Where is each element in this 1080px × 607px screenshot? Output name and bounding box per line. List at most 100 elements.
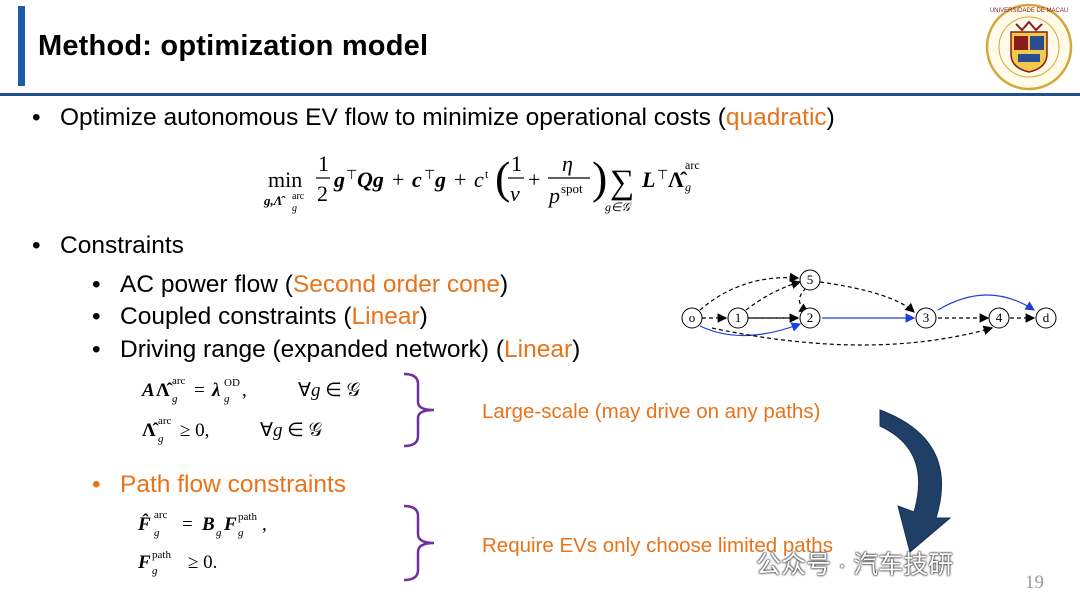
sub2-text: Coupled constraints ( xyxy=(120,303,352,330)
svg-text:Λ̂: Λ̂ xyxy=(142,420,159,441)
svg-text:arc: arc xyxy=(154,509,168,521)
svg-text:g: g xyxy=(292,203,297,214)
svg-text:λ: λ xyxy=(211,380,220,401)
svg-text:g,Λ̂: g,Λ̂ xyxy=(263,193,285,208)
constraints-text: Constraints xyxy=(60,232,184,259)
svg-text:v: v xyxy=(510,181,520,206)
svg-text:≥ 0,: ≥ 0, xyxy=(180,420,209,441)
svg-text:=: = xyxy=(194,380,205,401)
sub1-close: ) xyxy=(499,271,509,298)
path-flow-constraints: F̂ arc g = B g F path g , F path g ≥ 0. xyxy=(137,509,267,577)
svg-text:g∈𝒢: g∈𝒢 xyxy=(605,200,632,214)
svg-text:(: ( xyxy=(495,152,510,203)
bullet-dot: • xyxy=(92,471,101,498)
svg-text:B: B xyxy=(201,514,215,535)
node-label: 4 xyxy=(996,310,1003,325)
svg-text:arc: arc xyxy=(685,158,700,172)
sub2-highlight: Linear xyxy=(351,303,420,330)
svg-text:arc: arc xyxy=(292,191,305,202)
bullet-dot: • xyxy=(92,336,101,363)
sub1-highlight: Second order cone xyxy=(292,271,500,298)
svg-text:+: + xyxy=(454,167,466,192)
svg-text:F̂: F̂ xyxy=(137,514,151,535)
network-diagram: o 1 2 3 4 d 5 xyxy=(681,269,1057,346)
slide-title: Method: optimization model xyxy=(38,30,429,62)
sub1-text: AC power flow ( xyxy=(120,271,293,298)
sub-bullet-ac-power-flow: • AC power flow (Second order cone) xyxy=(92,271,508,299)
title-divider xyxy=(0,93,1080,96)
svg-text:+: + xyxy=(392,167,404,192)
svg-text:⊤: ⊤ xyxy=(657,167,668,182)
svg-text:1: 1 xyxy=(511,151,522,176)
node-label: 3 xyxy=(923,310,930,325)
path-flow-text: Path flow constraints xyxy=(120,471,347,498)
svg-text:OD: OD xyxy=(224,377,240,389)
note-large-scale: Large-scale (may drive on any paths) xyxy=(482,400,821,423)
note-require: Require EVs only choose limited paths xyxy=(482,534,833,557)
svg-text:1: 1 xyxy=(318,151,329,176)
svg-text:=: = xyxy=(182,514,193,535)
svg-text:+: + xyxy=(528,167,540,192)
svg-text:Λ̂: Λ̂ xyxy=(668,167,688,192)
watermark-text: 公众号 · 汽车技研 xyxy=(756,551,954,579)
page-number: 19 xyxy=(1025,572,1044,593)
svg-text:g: g xyxy=(158,433,164,445)
node-label: o xyxy=(689,310,696,325)
svg-text:path: path xyxy=(238,511,257,523)
sub3-text: Driving range (expanded network) ( xyxy=(120,336,505,363)
node-label: 5 xyxy=(807,272,814,287)
bullet-dot: • xyxy=(92,271,101,298)
node-label: d xyxy=(1043,310,1050,325)
svg-text:≥ 0.: ≥ 0. xyxy=(188,552,217,573)
svg-text:g: g xyxy=(434,167,446,192)
svg-text:arc: arc xyxy=(172,375,186,387)
svg-text:∀g ∈ 𝒢: ∀g ∈ 𝒢 xyxy=(298,380,361,401)
svg-text:⊤: ⊤ xyxy=(424,167,435,182)
objective-formula: min g,Λ̂ arc g 1 2 g ⊤ Qg + c ⊤ g + c t … xyxy=(263,151,700,214)
bullet-objective: • Optimize autonomous EV flow to minimize… xyxy=(32,104,835,132)
bullet-constraints: • Constraints xyxy=(32,232,184,260)
brace-require xyxy=(403,504,435,582)
svg-text:c: c xyxy=(412,167,422,192)
svg-text:∑: ∑ xyxy=(610,164,634,201)
bullet-dot: • xyxy=(32,232,41,259)
svg-text:,: , xyxy=(242,380,247,401)
sub-bullet-coupled: • Coupled constraints (Linear) xyxy=(92,303,428,331)
svg-text:L: L xyxy=(641,167,655,192)
svg-text:,: , xyxy=(262,514,267,535)
sub3-highlight: Linear xyxy=(504,336,573,363)
svg-text:p: p xyxy=(547,183,560,208)
svg-text:∀g ∈ 𝒢: ∀g ∈ 𝒢 xyxy=(260,420,323,441)
bullet-dot: • xyxy=(92,303,101,330)
objective-highlight: quadratic xyxy=(725,104,827,131)
svg-text:g: g xyxy=(685,180,691,194)
svg-text:Qg: Qg xyxy=(357,167,384,192)
svg-text:min: min xyxy=(268,167,302,192)
title-accent-bar xyxy=(18,6,25,86)
sub-bullet-driving-range: • Driving range (expanded network) (Linea… xyxy=(92,336,580,364)
svg-text:g: g xyxy=(216,527,222,539)
svg-text:arc: arc xyxy=(158,415,172,427)
arc-flow-constraints: A Λ̂ arc g = λ OD g , ∀g ∈ 𝒢 Λ̂ arc g ≥ … xyxy=(141,375,361,445)
svg-text:⊤: ⊤ xyxy=(346,167,357,182)
node-label: 2 xyxy=(807,310,814,325)
sub3-close: ) xyxy=(572,336,581,363)
svg-text:c: c xyxy=(474,167,484,192)
svg-text:F: F xyxy=(223,514,237,535)
curved-arrow-icon xyxy=(879,409,952,553)
svg-text:η: η xyxy=(562,151,573,176)
svg-text:A: A xyxy=(141,380,155,401)
svg-text:Λ̂: Λ̂ xyxy=(156,380,173,401)
bullet-dot: • xyxy=(32,104,41,131)
svg-text:2: 2 xyxy=(317,181,328,206)
svg-text:g: g xyxy=(172,393,178,405)
objective-text: Optimize autonomous EV flow to minimize … xyxy=(60,104,726,131)
svg-text:spot: spot xyxy=(561,181,583,196)
sub2-close: ) xyxy=(419,303,428,330)
objective-close: ) xyxy=(826,104,835,131)
svg-text:path: path xyxy=(152,549,171,561)
node-label: 1 xyxy=(735,310,742,325)
svg-text:F: F xyxy=(137,552,151,573)
svg-text:): ) xyxy=(592,152,607,203)
svg-text:g: g xyxy=(154,527,160,539)
